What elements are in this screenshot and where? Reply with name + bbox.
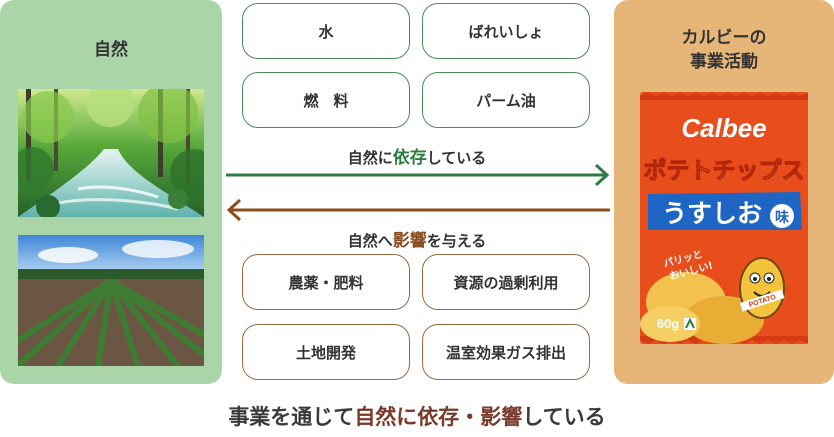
summary-highlight: 自然に依存・影響 (354, 405, 523, 429)
brand-logo-text: Calbee (681, 113, 766, 143)
impact-box-ghg-emissions: 温室効果ガス排出 (422, 324, 590, 380)
business-panel-title: カルビーの 事業活動 (614, 26, 834, 74)
impact-label-prefix: 自然へ (347, 232, 393, 250)
potato-chips-bag: Calbee ポテトチップス うすしお 味 POTATO パリッと おいしい! … (640, 92, 808, 344)
dependency-arrow (226, 164, 610, 186)
impact-arrow (226, 199, 610, 221)
forest-stream-photo (18, 89, 204, 217)
dependency-label-prefix: 自然に (347, 149, 393, 167)
summary-prefix: 事業を通じて (228, 405, 355, 429)
impact-box-land-development: 土地開発 (242, 324, 410, 380)
dependency-box-palm-oil: パーム油 (422, 72, 590, 128)
dependency-label-suffix: している (426, 149, 487, 167)
summary-text: 事業を通じて自然に依存・影響している (0, 401, 834, 431)
weight-text: 60g (657, 316, 679, 331)
product-name-text: ポテトチップス (644, 157, 805, 184)
flavor-text: うすしお (662, 199, 762, 228)
impact-label-highlight: 影響 (392, 231, 427, 251)
nature-panel-title: 自然 (94, 40, 128, 60)
impact-label: 自然へ影響を与える (224, 226, 610, 251)
dependency-label-highlight: 依存 (392, 148, 427, 168)
impact-box-pesticides: 農薬・肥料 (242, 254, 410, 310)
dependency-box-fuel: 燃 料 (242, 72, 410, 128)
dependency-label: 自然に依存している (224, 143, 610, 168)
dependency-box-potato: ばれいしょ (422, 3, 590, 59)
farm-field-photo (18, 235, 204, 366)
business-title-line2: 事業活動 (690, 52, 758, 72)
impact-label-suffix: を与える (426, 232, 487, 250)
dependency-box-water: 水 (242, 3, 410, 59)
business-title-line1: カルビーの (681, 28, 767, 48)
summary-suffix: している (522, 405, 606, 429)
impact-box-overuse: 資源の過剰利用 (422, 254, 590, 310)
flavor-suffix-text: 味 (775, 210, 789, 226)
